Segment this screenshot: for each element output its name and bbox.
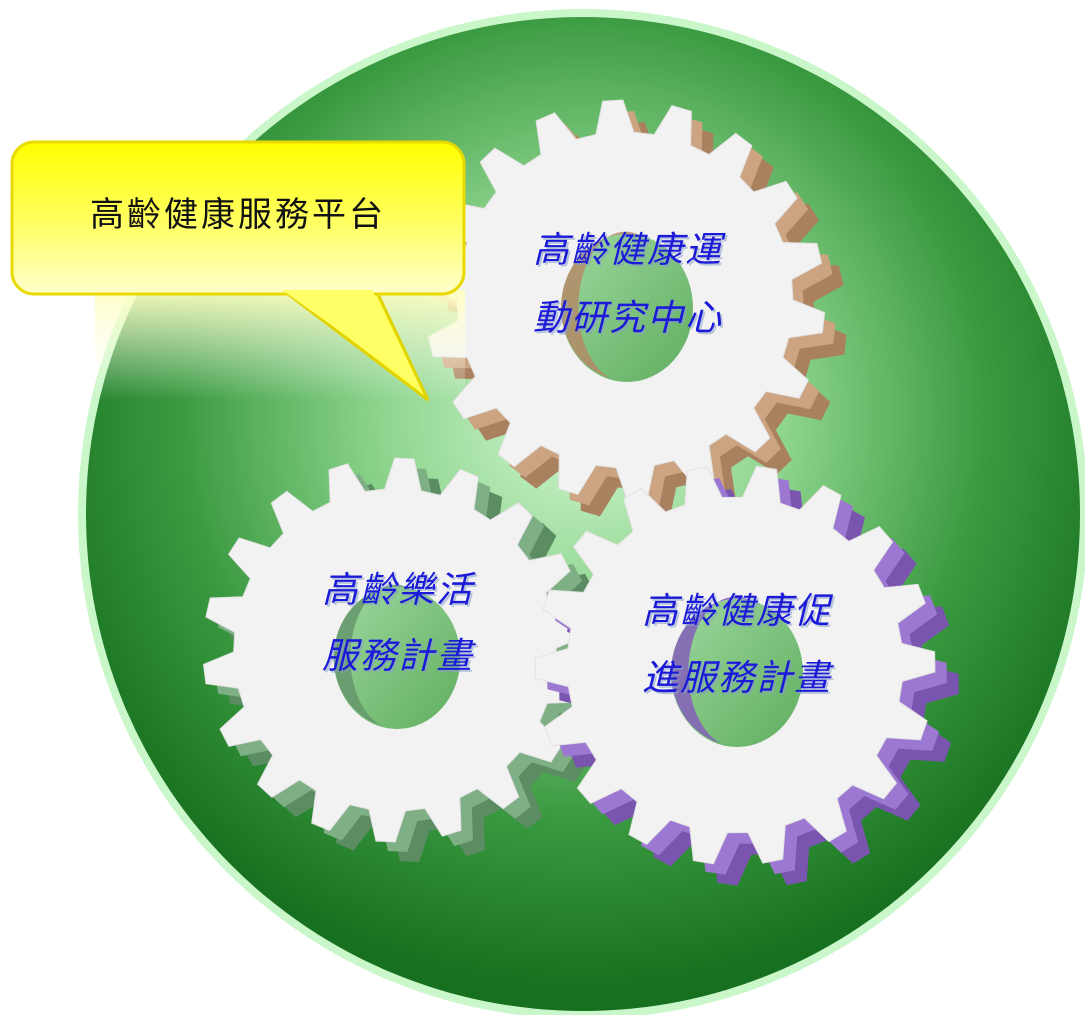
gear-left-hole xyxy=(333,586,461,730)
gear-right-label-line-1: 高齡健康促 xyxy=(642,591,834,632)
gear-top-hole-rim xyxy=(561,231,641,379)
gear-right-label-shadow-1: 高齡健康促 xyxy=(644,593,836,634)
gear-top-label-line-2: 動研究中心 xyxy=(533,298,723,339)
callout-text: 高齡健康服務平台 xyxy=(90,195,386,235)
gear-left-label-shadow-1: 高齡樂活 xyxy=(324,572,478,613)
gear-top-hole xyxy=(561,234,693,382)
gear-right-label-line-2: 進服務計畫 xyxy=(642,658,835,699)
gears-layer: 高齡健康運高齡健康運動研究中心動研究中心高齡樂活高齡樂活服務計畫服務計畫高齡健康… xyxy=(202,99,959,886)
callout: 高齡健康服務平台 xyxy=(10,140,466,402)
callout-box xyxy=(10,140,466,296)
gear-right-hole-rim xyxy=(671,596,751,744)
gear-left-label-line-2: 服務計畫 xyxy=(322,636,477,677)
gear-left-label-shadow-2: 服務計畫 xyxy=(324,638,479,679)
gear-left-label-line-1: 高齡樂活 xyxy=(322,570,476,611)
gear-left-hole-rim xyxy=(333,584,410,726)
gear-top-label-line-1: 高齡健康運 xyxy=(533,230,726,271)
gear-top-label-shadow-2: 動研究中心 xyxy=(535,300,725,341)
gear-right-hole xyxy=(671,599,803,747)
gear-right-label-shadow-2: 進服務計畫 xyxy=(644,660,837,701)
gear-top-label-shadow-1: 高齡健康運 xyxy=(535,232,728,273)
